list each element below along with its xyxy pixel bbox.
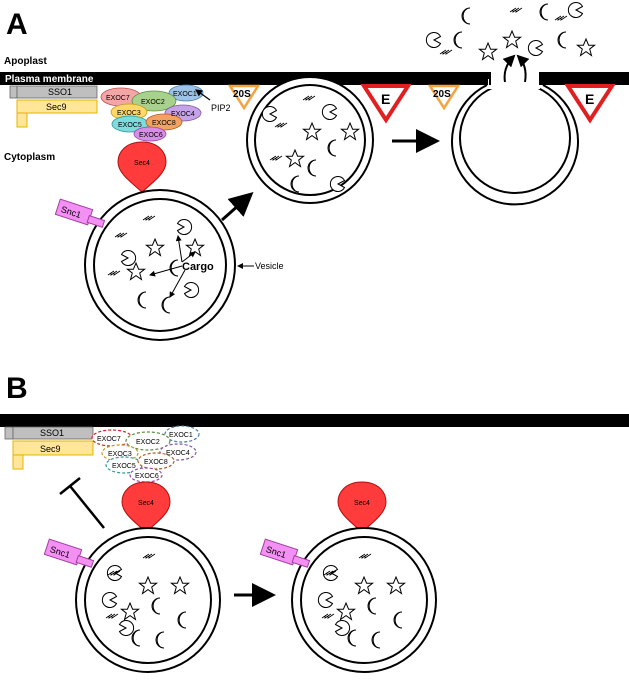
sec9-tail <box>16 112 28 128</box>
exoc6-label: EXOC6 <box>139 132 163 139</box>
triangle-20s-label-2: 20S <box>433 89 451 100</box>
cargo-arrow <box>181 251 196 263</box>
released-cargo <box>425 1 596 60</box>
plasma-membrane-b <box>0 414 629 427</box>
exoc1-label: EXOC1 <box>173 91 197 98</box>
fusion-pore <box>488 79 540 89</box>
exocyst-complex-dashed <box>91 425 200 483</box>
vesicle-label: Vesicle <box>255 261 284 271</box>
triangle-e-label-2: E <box>585 91 594 107</box>
exoc4-label: EXOC4 <box>171 111 195 118</box>
plasma-membrane-right <box>540 72 629 85</box>
sec4-drop-b2 <box>337 481 387 533</box>
sec4-drop-b1 <box>121 481 171 533</box>
progress-arrow-1 <box>221 192 254 222</box>
sec9-tail-b <box>12 454 24 470</box>
sec9-label: Sec9 <box>46 102 67 112</box>
exoc2-label-b: EXOC2 <box>136 439 160 446</box>
plasma-membrane-left <box>0 72 490 85</box>
exoc7-label: EXOC7 <box>106 95 130 102</box>
triangle-20s-label: 20S <box>233 89 251 100</box>
exoc5-label: EXOC5 <box>118 122 142 129</box>
triangle-20s <box>427 84 461 111</box>
vesicle-inner <box>93 198 227 332</box>
panel-a-label: A <box>6 8 28 41</box>
docked-vesicle-inner <box>254 84 366 196</box>
sec4-label: Sec4 <box>134 160 150 167</box>
sec4-label-b1: Sec4 <box>138 500 154 507</box>
cargo-label: Cargo <box>182 261 214 273</box>
sso1-box-b <box>12 426 94 440</box>
sso1-anchor-b <box>4 426 14 440</box>
exoc5-label-b: EXOC5 <box>112 463 136 470</box>
sec4-label-b2: Sec4 <box>354 500 370 507</box>
exoc6-label-b: EXOC6 <box>135 473 159 480</box>
pip2-label: PIP2 <box>211 103 231 113</box>
triangle-e-label: E <box>381 91 390 107</box>
sso1-label-b: SSO1 <box>40 428 64 438</box>
cargo-arrow <box>149 265 183 277</box>
exoc2-label: EXOC2 <box>141 99 165 106</box>
release-arrow-right <box>516 54 530 83</box>
snc1-protein: Snc1 <box>54 198 106 228</box>
exoc8-label: EXOC8 <box>152 120 176 127</box>
exoc4-label-b: EXOC4 <box>166 450 190 457</box>
sec9-label-b: Sec9 <box>40 444 61 454</box>
sso1-label: SSO1 <box>48 87 72 97</box>
release-arrow-left <box>502 54 516 83</box>
sso1-anchor <box>9 85 18 99</box>
exoc3-label: EXOC3 <box>117 110 141 117</box>
cytoplasm-label: Cytoplasm <box>4 152 55 163</box>
triangle-e <box>360 84 412 124</box>
triangle-e <box>564 84 616 124</box>
sec4-drop <box>117 141 167 193</box>
snc1-protein-b2: Snc1 <box>259 538 311 568</box>
exoc1-label-b: EXOC1 <box>169 432 193 439</box>
sec9-box-b <box>12 440 94 456</box>
triangle-20s <box>227 84 261 111</box>
fused-vesicle-inner <box>459 87 571 194</box>
snc1-protein-b1: Snc1 <box>43 538 95 568</box>
exocyst-complex: EXOC7 EXOC2 EXOC1 EXOC3 EXOC4 EXOC5 EXOC… <box>100 84 204 142</box>
exoc8-label-b: EXOC8 <box>144 459 168 466</box>
exoc7-label-b: EXOC7 <box>97 436 121 443</box>
cargo-arrow <box>169 269 186 298</box>
cargo-arrow <box>175 235 183 263</box>
plasma-membrane-label: Plasma membrane <box>5 74 94 85</box>
inhibition-line <box>69 485 105 529</box>
apoplast-label: Apoplast <box>4 56 47 67</box>
exoc3-label-b: EXOC3 <box>108 451 132 458</box>
pip2-arrow <box>195 89 211 101</box>
sso1-box <box>16 85 98 99</box>
inhibition-bar <box>59 477 81 495</box>
panel-b-label: B <box>6 372 28 405</box>
sec9-box <box>16 99 98 114</box>
